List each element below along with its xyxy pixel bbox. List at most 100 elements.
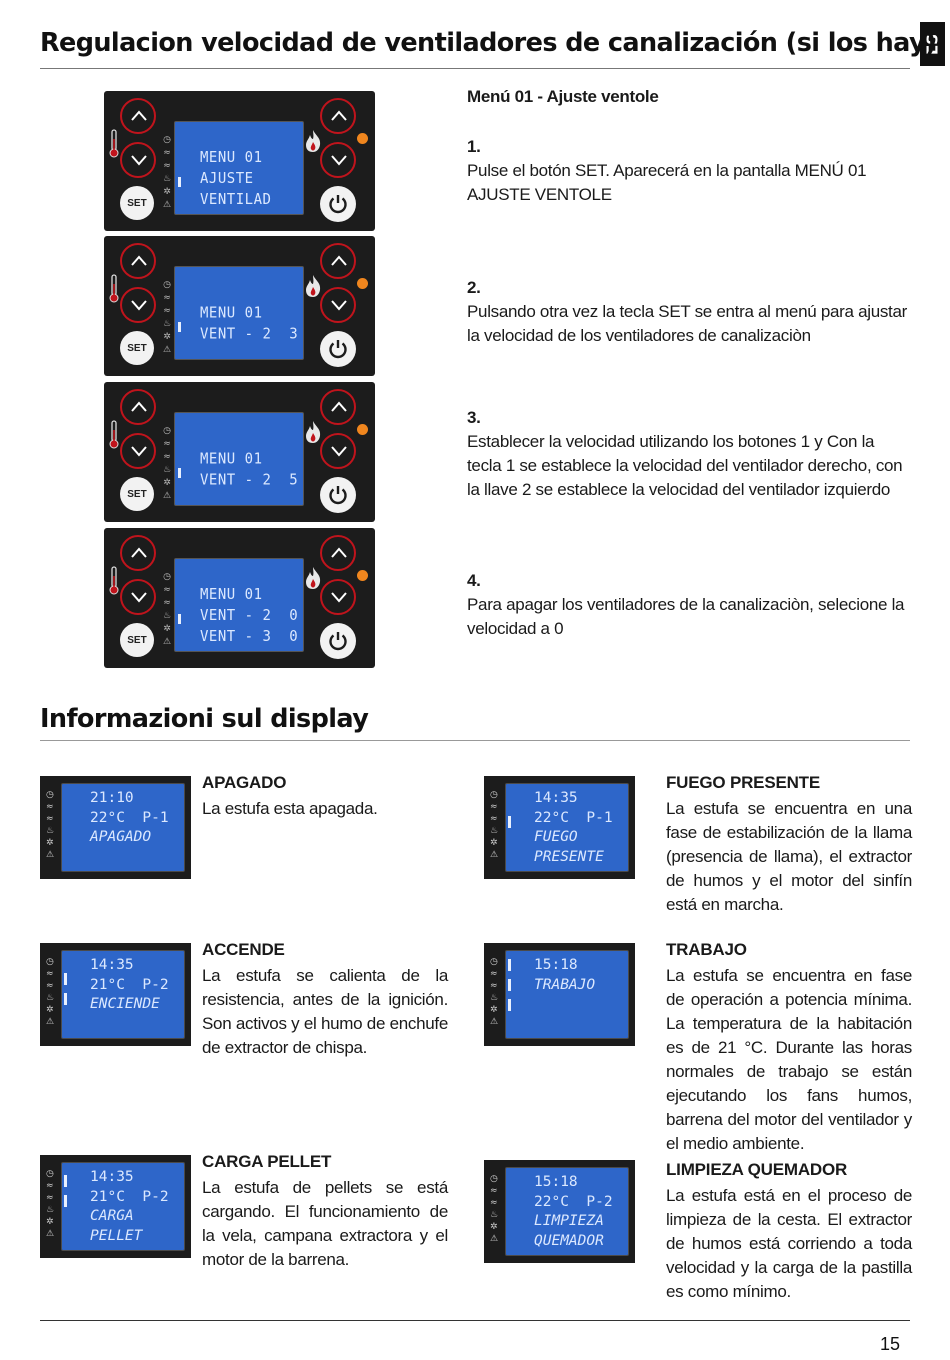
chevron-down-icon xyxy=(331,155,347,166)
clock-icon: ◷ xyxy=(490,957,498,967)
clock-icon: ◷ xyxy=(490,790,498,800)
power-button[interactable] xyxy=(320,331,356,367)
status-icons: ◷≈≈♨✲⚠ xyxy=(46,790,54,861)
lcd-line: PELLET xyxy=(90,1227,143,1244)
gear-icon: ✲ xyxy=(163,624,171,634)
chevron-up-icon xyxy=(331,401,347,412)
up-button-right[interactable] xyxy=(320,389,356,425)
up-button-right[interactable] xyxy=(320,98,356,134)
flame-icon xyxy=(304,566,322,590)
status-icons: ◷≈≈♨✲⚠ xyxy=(490,957,498,1028)
up-button-left[interactable] xyxy=(120,535,156,571)
pellet-icon: ♨ xyxy=(490,826,499,836)
lcd-text: MENU 01 AJUSTE VENTILAD xyxy=(200,148,300,211)
section-title-fan-regulation: Regulacion velocidad de ventiladores de … xyxy=(40,28,937,58)
lcd-indicator-bar xyxy=(64,1195,67,1207)
fan-icon: ≈ xyxy=(163,161,171,171)
chevron-up-icon xyxy=(131,401,147,412)
heat-icon: ≈ xyxy=(46,969,54,979)
set-button[interactable]: SET xyxy=(120,186,154,220)
state-text-fuego-presente: La estufa se encuentra en una fase de es… xyxy=(666,799,912,914)
chevron-up-icon xyxy=(131,547,147,558)
chevron-down-icon xyxy=(131,155,147,166)
lcd-line: 15:18 xyxy=(534,957,578,973)
set-button[interactable]: SET xyxy=(120,477,154,511)
lcd-line: 22°C P-1 xyxy=(534,809,613,826)
section-divider xyxy=(40,740,910,741)
gear-icon: ✲ xyxy=(163,187,171,197)
lcd-line: 21°C P-2 xyxy=(90,976,169,993)
status-led xyxy=(357,278,368,289)
warning-icon: ⚠ xyxy=(46,1017,55,1027)
up-button-right[interactable] xyxy=(320,243,356,279)
lcd-indicator-bar xyxy=(64,993,67,1005)
status-icons: ◷≈≈♨✲⚠ xyxy=(161,280,173,356)
lcd-line: VENTILAD xyxy=(200,191,272,209)
clock-icon: ◷ xyxy=(163,280,171,290)
heat-icon: ≈ xyxy=(163,585,171,595)
set-label: SET xyxy=(127,342,147,354)
gear-icon: ✲ xyxy=(163,478,171,488)
lcd-line: MENU 01 xyxy=(200,586,263,604)
chevron-up-icon xyxy=(331,255,347,266)
warning-icon: ⚠ xyxy=(162,491,172,501)
pellet-icon: ♨ xyxy=(162,611,172,621)
gear-icon: ✲ xyxy=(490,1222,498,1232)
down-button-right[interactable] xyxy=(320,142,356,178)
pellet-icon: ♨ xyxy=(162,319,172,329)
lcd-screen xyxy=(61,950,185,1039)
up-button-left[interactable] xyxy=(120,243,156,279)
gear-icon: ✲ xyxy=(46,1005,54,1015)
down-button-left[interactable] xyxy=(120,433,156,469)
lcd-screen xyxy=(174,121,304,215)
down-button-left[interactable] xyxy=(120,142,156,178)
gear-icon: ✲ xyxy=(163,332,171,342)
power-button[interactable] xyxy=(320,623,356,659)
up-button-left[interactable] xyxy=(120,389,156,425)
clock-icon: ◷ xyxy=(163,426,171,436)
fan-icon: ≈ xyxy=(46,814,54,824)
lcd-line: VENT - 2 3 xyxy=(200,326,299,343)
down-button-right[interactable] xyxy=(320,433,356,469)
down-button-left[interactable] xyxy=(120,287,156,323)
lcd-line: 22°C P-2 xyxy=(534,1193,613,1210)
warning-icon: ⚠ xyxy=(46,850,55,860)
lcd-line: AJUSTE xyxy=(200,170,254,188)
chevron-down-icon xyxy=(131,446,147,457)
heat-icon: ≈ xyxy=(163,148,171,158)
step-3: 3. Establecer la velocidad utilizando lo… xyxy=(467,406,907,502)
step-number: 1. xyxy=(467,137,481,156)
step-text: Pulse el botón SET. Aparecerá en la pant… xyxy=(467,161,867,204)
lcd-line: 14:35 xyxy=(534,790,578,806)
lcd-line: APAGADO xyxy=(90,829,152,845)
set-button[interactable]: SET xyxy=(120,623,154,657)
down-button-right[interactable] xyxy=(320,287,356,323)
lcd-line: LIMPIEZA xyxy=(534,1213,604,1229)
lcd-screen xyxy=(505,950,629,1039)
lcd-line: QUEMADOR xyxy=(534,1232,604,1249)
lcd-line: MENU 01 xyxy=(200,149,263,167)
step-number: 4. xyxy=(467,571,481,590)
pellet-icon: ♨ xyxy=(162,465,172,475)
chevron-up-icon xyxy=(131,110,147,121)
up-button-left[interactable] xyxy=(120,98,156,134)
set-button[interactable]: SET xyxy=(120,331,154,365)
power-button[interactable] xyxy=(320,186,356,222)
warning-icon: ⚠ xyxy=(490,1234,499,1244)
lcd-line: VENT - 3 0 xyxy=(200,628,299,646)
down-button-right[interactable] xyxy=(320,579,356,615)
fan-icon: ≈ xyxy=(46,1193,54,1203)
down-button-left[interactable] xyxy=(120,579,156,615)
up-button-right[interactable] xyxy=(320,535,356,571)
chevron-up-icon xyxy=(331,110,347,121)
heat-icon: ≈ xyxy=(46,1181,54,1191)
warning-icon: ⚠ xyxy=(46,1229,55,1239)
power-button[interactable] xyxy=(320,477,356,513)
lcd-line: FUEGO xyxy=(534,829,578,845)
